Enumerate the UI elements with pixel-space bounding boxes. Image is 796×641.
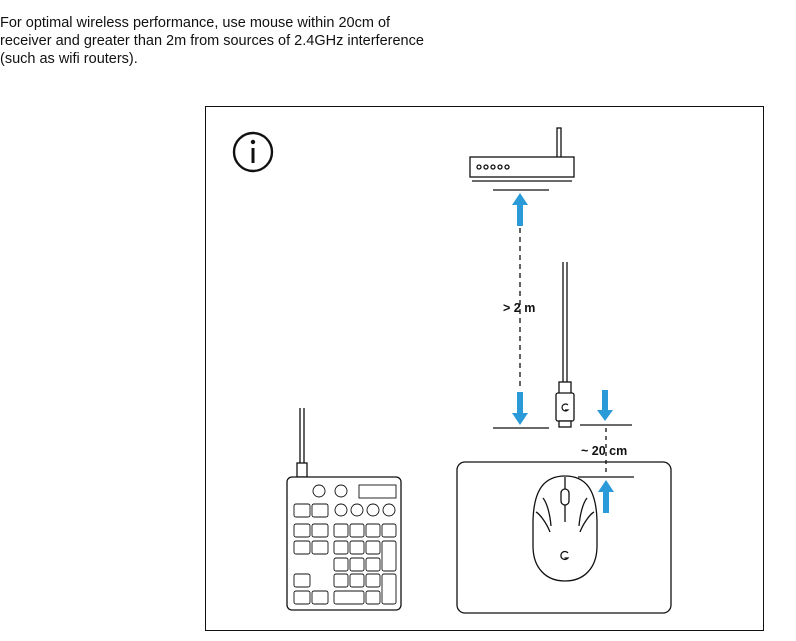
router-distance-label: > 2 m	[503, 301, 536, 315]
mouse-distance-arrows	[578, 390, 634, 513]
logitech-g-logo	[560, 550, 570, 561]
mouse-pad	[456, 461, 672, 614]
diagram-panel	[205, 106, 764, 631]
instructions-text: For optimal wireless performance, use mo…	[0, 14, 560, 68]
numpad-keyboard-icon	[286, 408, 402, 611]
arrow-up-icon	[598, 480, 614, 513]
info-icon	[232, 131, 274, 173]
arrow-down-icon	[512, 392, 528, 425]
wifi-router-icon	[469, 127, 575, 182]
arrow-down-icon	[597, 390, 613, 421]
usb-receiver-icon	[555, 262, 575, 428]
router-distance-arrows	[512, 193, 528, 425]
gaming-mouse-icon	[532, 475, 598, 582]
arrow-up-icon	[512, 193, 528, 226]
receiver-distance-label: ~ 20 cm	[581, 444, 628, 458]
instructions-line-1: For optimal wireless performance, use mo…	[0, 15, 391, 31]
instructions-line-2: receiver and greater than 2m from source…	[0, 33, 424, 49]
instructions-line-3: (such as wifi routers).	[0, 51, 138, 67]
logitech-g-logo	[561, 403, 570, 412]
